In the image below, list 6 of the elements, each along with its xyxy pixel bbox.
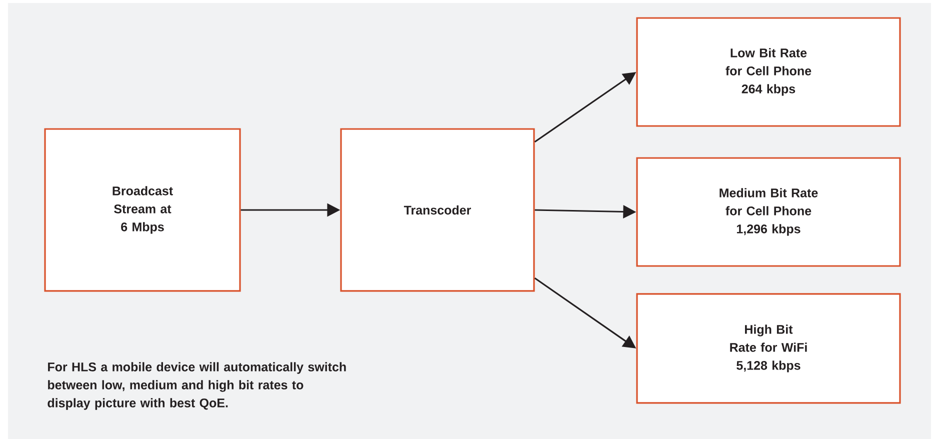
process-box: Medium Bit Rate for Cell Phone 1,296 kbps xyxy=(636,157,901,267)
process-box: Low Bit Rate for Cell Phone 264 kbps xyxy=(636,17,901,127)
process-box: Transcoder xyxy=(340,128,535,292)
note-text: For HLS a mobile device will automatically switch between low, medium and high bit rates to display picture with best QoE. xyxy=(48,362,346,410)
process-box: High Bit Rate for WiFi 5,128 kbps xyxy=(636,293,901,404)
process-box: Broadcast Stream at 6 Mbps xyxy=(44,128,241,292)
